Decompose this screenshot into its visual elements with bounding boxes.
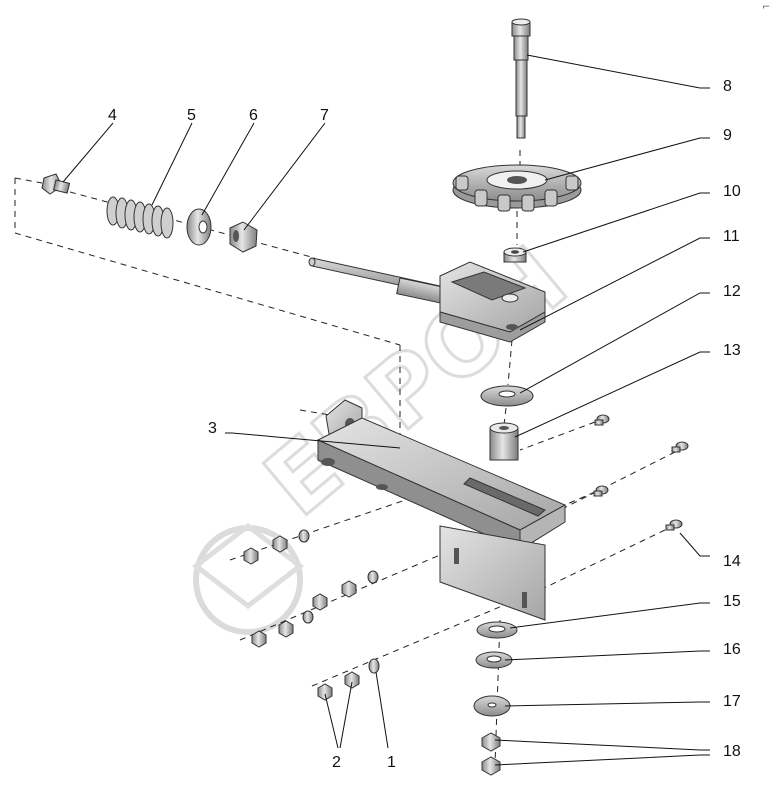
watermark-logo	[191, 522, 305, 635]
callout-3: 3	[208, 420, 217, 437]
part-14-screws	[593, 414, 689, 531]
corner-mark: ⌐	[762, 2, 770, 13]
part-16-washer	[475, 651, 513, 669]
callout-14: 14	[723, 553, 741, 570]
callout-9: 9	[723, 127, 732, 144]
callout-2: 2	[332, 754, 341, 771]
callout-4: 4	[108, 107, 117, 124]
part-11-rod-fork	[308, 257, 546, 343]
screw-d	[665, 519, 683, 531]
callout-16: 16	[723, 641, 741, 658]
part-18-nuts	[481, 732, 501, 776]
part-5-spring	[106, 196, 174, 239]
part-13-spacer	[489, 422, 519, 461]
leader-lines	[62, 54, 710, 766]
callout-1: 1	[387, 754, 396, 771]
screw-b	[671, 441, 689, 453]
callout-7: 7	[320, 107, 329, 124]
screw-c	[593, 485, 609, 497]
callout-18: 18	[723, 743, 741, 760]
callout-6: 6	[249, 107, 258, 124]
callout-5: 5	[187, 107, 196, 124]
part-12-washer	[480, 385, 534, 407]
part-6-washer	[186, 208, 212, 246]
callout-17: 17	[723, 693, 741, 710]
callout-12: 12	[723, 283, 741, 300]
small-nuts-washers	[243, 529, 380, 701]
callout-10: 10	[723, 183, 741, 200]
part-10-bushing	[503, 247, 527, 263]
callout-15: 15	[723, 593, 741, 610]
part-15-washer	[476, 621, 518, 639]
part-17-washer	[473, 695, 511, 717]
part-4-fitting	[41, 173, 71, 195]
screw-a	[594, 414, 610, 426]
part-8-pin	[511, 18, 531, 139]
callout-11: 11	[723, 228, 740, 245]
part-7-nut	[229, 221, 258, 253]
callout-labels: 1 2 3 4 5 6 7 8 9 10 11 12 13 14 15 16 1…	[108, 78, 741, 771]
callout-8: 8	[723, 78, 732, 95]
callout-13: 13	[723, 342, 741, 359]
part-9-sprocket	[452, 164, 582, 212]
